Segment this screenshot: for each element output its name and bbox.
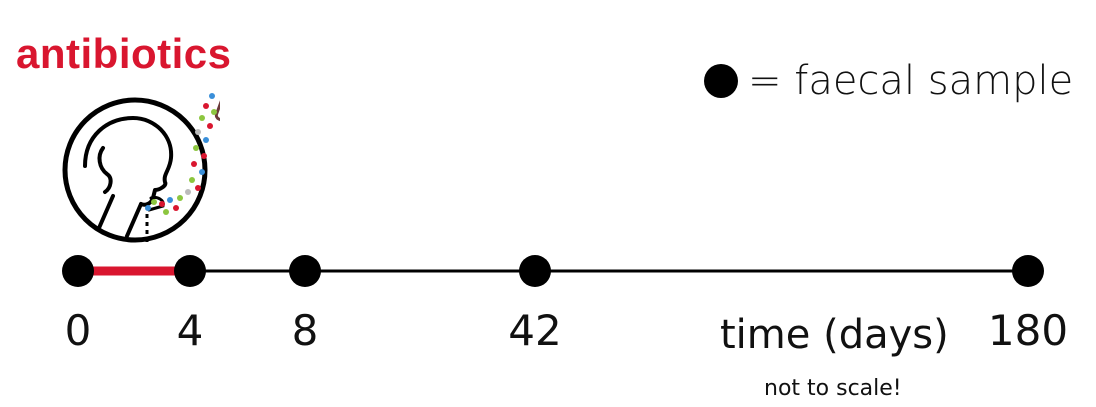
sample-point-day-0	[62, 255, 94, 287]
sample-point-day-180	[1012, 255, 1044, 287]
pill-bottle-icon	[145, 79, 220, 215]
tick-label-day-42: 42	[508, 306, 562, 355]
legend-sample-dot	[704, 64, 738, 98]
tick-label-day-180: 180	[987, 306, 1069, 355]
person-drinking-icon	[62, 97, 208, 243]
scale-note: not to scale!	[764, 376, 902, 401]
sample-point-day-42	[519, 255, 551, 287]
legend: = faecal sample	[704, 55, 1073, 107]
sample-point-day-8	[289, 255, 321, 287]
x-axis-label: time (days)	[720, 312, 949, 358]
antibiotics-title: antibiotics	[16, 30, 232, 77]
legend-text: = faecal sample	[748, 58, 1074, 104]
tick-label-day-0: 0	[64, 306, 92, 355]
tick-label-day-4: 4	[176, 306, 204, 355]
sample-point-day-4	[174, 255, 206, 287]
tick-label-day-8: 8	[291, 306, 319, 355]
